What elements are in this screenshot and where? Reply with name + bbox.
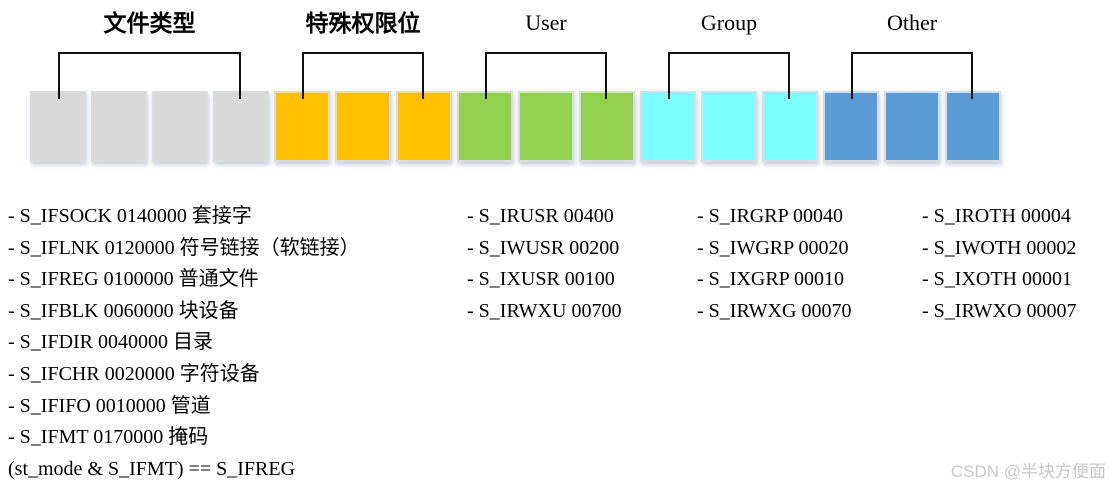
user-permission-list-item: - S_IXUSR 00100: [467, 268, 615, 291]
group-user-bracket: [485, 52, 607, 99]
group-group-bracket: [668, 52, 790, 99]
file-type-list-item: - S_IFIFO 0010000 管道: [8, 394, 211, 417]
bit-box: [701, 91, 757, 162]
bit-box: [152, 91, 208, 162]
other-permission-list: - S_IROTH 00004 - S_IWOTH 00002 - S_IXOTH …: [922, 201, 1076, 327]
group-other-label: Other: [886, 10, 938, 35]
bit-box: [30, 91, 86, 162]
group-permission-list-item: - S_IXGRP 00010: [697, 268, 845, 291]
group-file-type-bracket: [58, 52, 241, 99]
user-permission-list-item: - S_IRUSR 00400: [467, 205, 614, 227]
file-type-list-item: - S_IFMT 0170000 掩码: [8, 426, 209, 449]
group-permission-list: - S_IRGRP 00040 - S_IWGRP 00020 - S_IXGRP …: [697, 201, 851, 327]
file-type-list-item: - S_IFLNK 0120000 符号链接（软链接）: [8, 236, 360, 259]
bit-box: [91, 91, 147, 162]
watermark: CSDN @半块方便面: [950, 462, 1106, 481]
file-type-list-item: - S_IFDIR 0040000 目录: [8, 331, 214, 354]
group-group-boxes: [640, 91, 818, 162]
group-special-permission-bracket: [302, 52, 424, 99]
group-user-label: User: [525, 10, 567, 35]
file-type-list: - S_IFSOCK 0140000 套接字 - S_IFLNK 0120000 …: [8, 201, 360, 485]
bit-box: [396, 91, 452, 162]
bit-groups-row: 文件类型 特殊权限位 User Group Other: [0, 0, 1118, 162]
group-other-boxes: [823, 91, 1001, 162]
bit-box: [884, 91, 940, 162]
other-permission-list-item: - S_IWOTH 00002: [922, 236, 1077, 259]
mask-expression: (st_mode & S_IFMT) == S_IFREG: [8, 457, 296, 480]
user-permission-list-item: - S_IWUSR 00200: [467, 236, 620, 259]
group-file-type-label: 文件类型: [103, 10, 196, 36]
bit-box: [518, 91, 574, 162]
file-type-list-item: - S_IFBLK 0060000 块设备: [8, 299, 239, 322]
group-permission-list-item: - S_IRGRP 00040: [697, 205, 843, 227]
file-type-list-item: - S_IFSOCK 0140000 套接字: [8, 205, 252, 227]
group-group: Group: [640, 8, 818, 162]
other-permission-list-item: - S_IROTH 00004: [922, 205, 1071, 227]
other-permission-list-item: - S_IXOTH 00001: [922, 268, 1072, 291]
bit-box: [457, 91, 513, 162]
group-special-permission-label: 特殊权限位: [305, 10, 421, 36]
bit-box: [274, 91, 330, 162]
group-user-boxes: [457, 91, 635, 162]
group-special-permission: 特殊权限位: [274, 8, 452, 162]
bit-box: [823, 91, 879, 162]
group-permission-list-item: - S_IRWXG 00070: [697, 299, 852, 322]
bit-box: [945, 91, 1001, 162]
user-permission-list: - S_IRUSR 00400 - S_IWUSR 00200 - S_IXUSR …: [467, 201, 621, 327]
group-special-permission-boxes: [274, 91, 452, 162]
group-other-bracket: [851, 52, 973, 99]
group-user: User: [457, 8, 635, 162]
bit-box: [640, 91, 696, 162]
user-permission-list-item: - S_IRWXU 00700: [467, 299, 622, 322]
bit-box: [335, 91, 391, 162]
bit-box: [213, 91, 269, 162]
group-other: Other: [823, 8, 1001, 162]
file-type-list-item: - S_IFREG 0100000 普通文件: [8, 268, 259, 291]
group-group-label: Group: [700, 10, 758, 35]
file-type-list-item: - S_IFCHR 0020000 字符设备: [8, 362, 260, 385]
group-permission-list-item: - S_IWGRP 00020: [697, 236, 849, 259]
bit-box: [579, 91, 635, 162]
bit-box: [762, 91, 818, 162]
other-permission-list-item: - S_IRWXO 00007: [922, 299, 1077, 322]
group-file-type: 文件类型: [30, 8, 269, 162]
group-file-type-boxes: [30, 91, 269, 162]
